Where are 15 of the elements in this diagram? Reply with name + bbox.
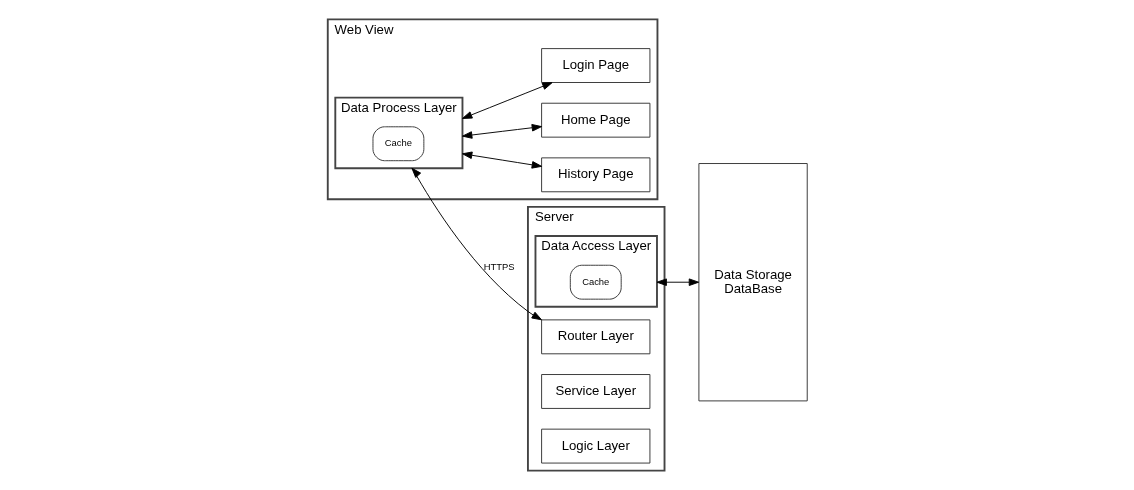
edge-label: HTTPS: [483, 260, 515, 272]
node-box: Service Layer: [540, 374, 650, 409]
node-box: History Page: [540, 157, 650, 193]
arrow: [461, 151, 542, 169]
node-box: Cache: [372, 126, 424, 162]
arrow: [461, 124, 542, 139]
node-box: Home Page: [540, 102, 650, 138]
node-box: Data Storage DataBase: [697, 163, 808, 402]
arrow: [656, 278, 699, 286]
node-box: Router Layer: [540, 319, 650, 355]
node-box: Cache: [569, 264, 622, 300]
arrow: [461, 82, 553, 119]
arrow: [410, 167, 542, 321]
node-box: Logic Layer: [540, 428, 650, 464]
node-box: Login Page: [540, 48, 650, 83]
